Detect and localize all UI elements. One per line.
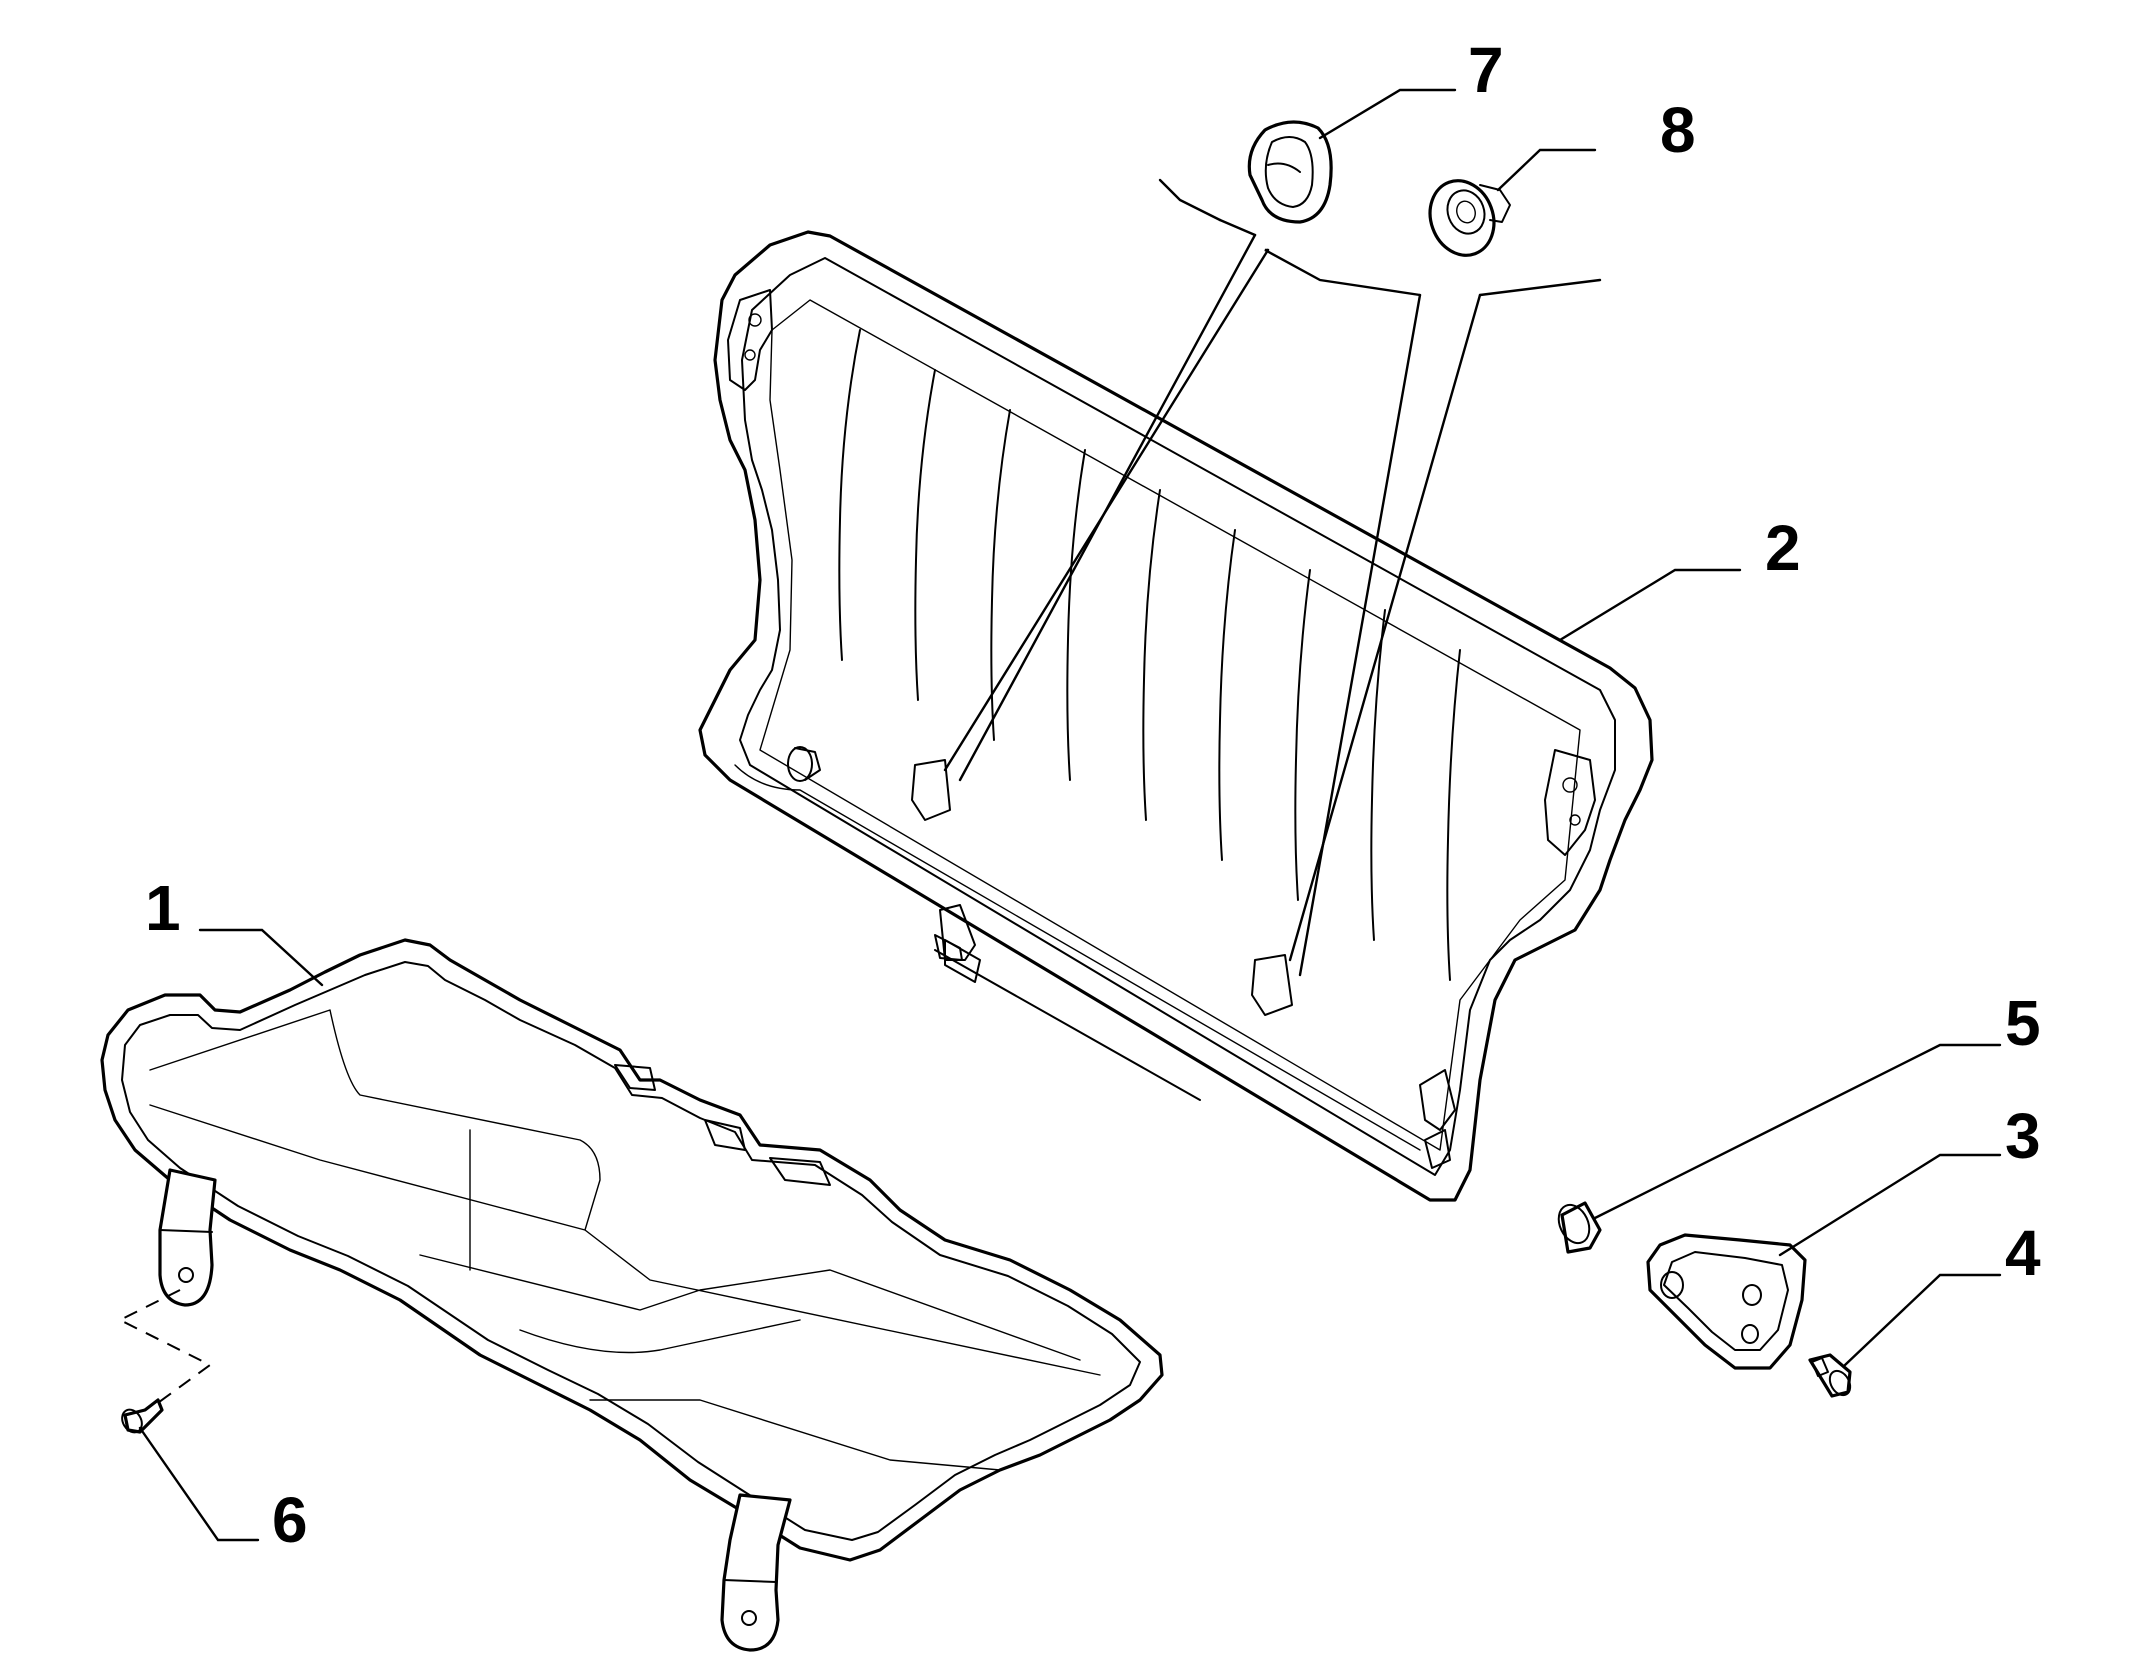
part-1-seat-cushion-frame — [100, 938, 1164, 1652]
callout-4: 4 — [2005, 1217, 2041, 1289]
leader-7 — [1318, 88, 1457, 140]
leader-4 — [1843, 1273, 2002, 1367]
assembly-reference-lines — [943, 178, 1602, 977]
callout-8: 8 — [1660, 94, 1696, 166]
callout-5: 5 — [2005, 987, 2041, 1059]
part-8-push-clip — [1428, 179, 1511, 257]
part-4-bolt — [1808, 1353, 1852, 1398]
assembly-dashed-line — [117, 1289, 212, 1406]
part-2-seat-backrest-panel — [698, 230, 1654, 1202]
leader-3 — [1778, 1153, 2002, 1257]
leader-6 — [138, 1426, 260, 1542]
callout-6: 6 — [272, 1484, 308, 1556]
leader-1 — [198, 928, 324, 987]
callout-2: 2 — [1765, 512, 1801, 584]
callout-leaders — [138, 88, 2002, 1542]
part-7-clip — [1247, 120, 1333, 224]
callout-labels: 1 2 3 4 5 6 7 8 — [145, 34, 2041, 1556]
part-5-bushing — [1557, 1201, 1602, 1254]
callout-7: 7 — [1468, 34, 1504, 106]
callout-1: 1 — [145, 872, 181, 944]
leader-2 — [1558, 568, 1742, 642]
leader-8 — [1496, 148, 1597, 192]
leader-5 — [1593, 1043, 2002, 1220]
part-3-mounting-plate — [1646, 1233, 1807, 1370]
part-6-screw — [121, 1398, 164, 1434]
callout-3: 3 — [2005, 1100, 2041, 1172]
